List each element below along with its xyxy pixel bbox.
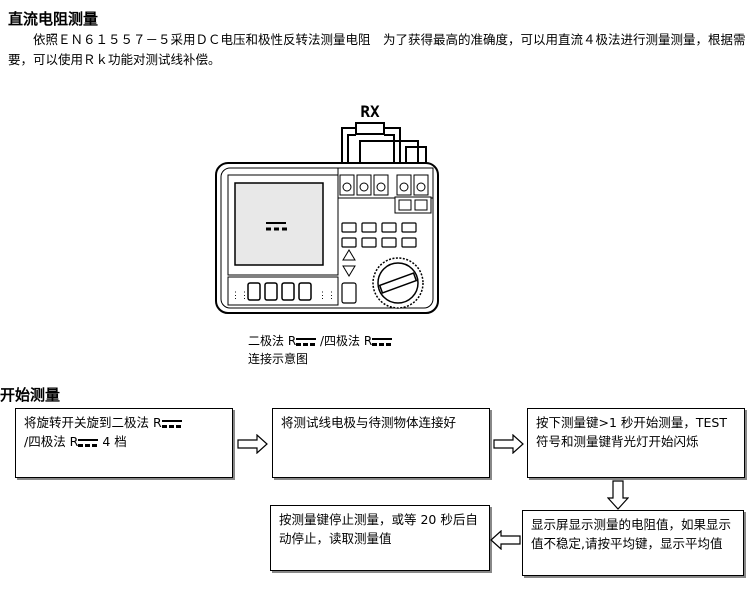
section-title-start-measuring: 开始测量 — [0, 386, 61, 404]
svg-text:⋮⋮: ⋮⋮ — [231, 291, 249, 301]
step-1-text-b: /四极法 R — [24, 434, 79, 449]
step-5-box: 按测量键停止测量，或等 20 秒后自动停止，读取测量值 — [270, 505, 490, 571]
arrow-left-icon — [490, 530, 521, 550]
diagram-caption: 二极法 R /四极法 R 连接示意图 — [248, 332, 393, 368]
connection-diagram: RX ⋮⋮ ⋮⋮ — [215, 102, 439, 314]
caption-four-wire: /四极法 R — [316, 334, 373, 348]
arrow-down-icon — [607, 480, 629, 510]
step-2-box: 将测试线电极与待测物体连接好 — [272, 408, 490, 478]
step-3-text: 按下测量键>1 秒开始测量，TEST 符号和测量键背光灯开始闪烁 — [536, 415, 728, 449]
dc-symbol-icon — [372, 337, 393, 346]
step-4-text: 显示屏显示测量的电阻值，如果显示值不稳定,请按平均键，显示平均值 — [531, 517, 732, 551]
rx-resistor — [355, 122, 385, 135]
caption-connection: 连接示意图 — [248, 352, 309, 366]
rx-label: RX — [360, 102, 380, 121]
arrow-right-icon — [237, 434, 268, 454]
intro-paragraph: 依照ＥＮ６１５５７－５采用ＤＣ电压和极性反转法测量电阻 为了获得最高的准确度，可… — [8, 32, 746, 67]
dc-symbol-icon — [78, 438, 99, 447]
step-1-text: 将旋转开关旋到二极法 R — [24, 415, 162, 430]
step-2-text: 将测试线电极与待测物体连接好 — [281, 415, 457, 430]
step-3-box: 按下测量键>1 秒开始测量，TEST 符号和测量键背光灯开始闪烁 — [527, 408, 745, 478]
caption-two-wire: 二极法 R — [248, 334, 297, 348]
step-4-box: 显示屏显示测量的电阻值，如果显示值不稳定,请按平均键，显示平均值 — [522, 510, 744, 576]
arrow-right-icon — [493, 434, 524, 454]
step-1-text-c: 4 档 — [98, 434, 127, 449]
svg-text:⋮⋮: ⋮⋮ — [318, 291, 336, 301]
step-1-box: 将旋转开关旋到二极法 R /四极法 R 4 档 — [15, 408, 233, 478]
dc-symbol-icon — [161, 419, 182, 428]
step-5-text: 按测量键停止测量，或等 20 秒后自动停止，读取测量值 — [279, 512, 478, 546]
section-title-dc-resistance: 直流电阻测量 — [8, 10, 99, 28]
dc-symbol-icon — [296, 337, 317, 346]
